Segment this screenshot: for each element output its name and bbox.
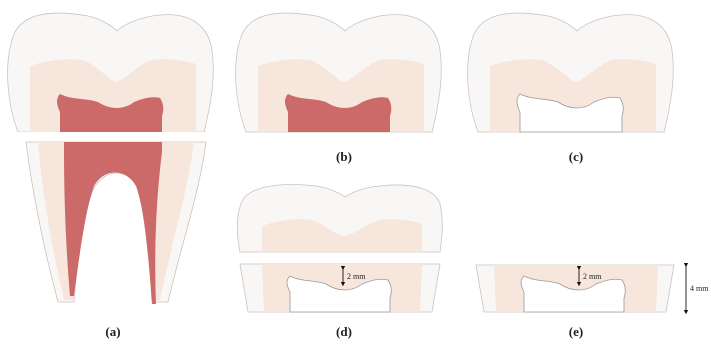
panel-d-dimension-label: 2 mm <box>347 272 366 281</box>
panel-d-label: (d) <box>336 324 352 339</box>
panel-e-height-label: 4 mm <box>690 284 709 293</box>
panel-d-crown <box>237 185 442 313</box>
panel-e-label: (e) <box>569 324 583 339</box>
panel-e-slab <box>476 265 674 312</box>
panel-a-tooth <box>8 13 214 304</box>
panel-e-height-dimension: 4 mm <box>686 265 709 312</box>
panel-c-label: (c) <box>569 149 583 164</box>
panel-b-label: (b) <box>336 149 352 164</box>
panel-b-crown <box>236 13 442 132</box>
panel-a-label: (a) <box>105 324 120 339</box>
panel-c-crown <box>468 13 674 132</box>
panel-e-thickness-label: 2 mm <box>583 272 602 281</box>
